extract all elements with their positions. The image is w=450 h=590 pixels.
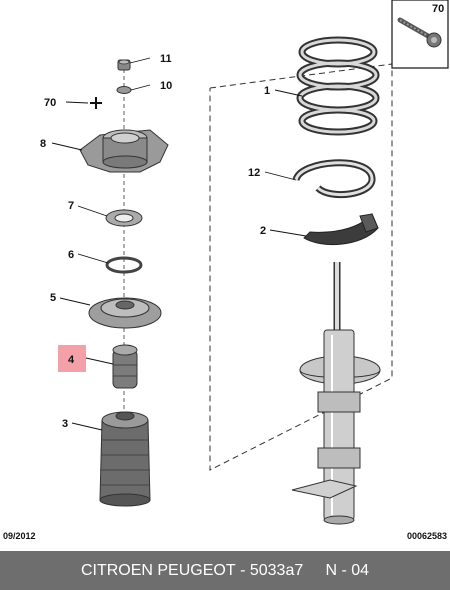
callout-2: 2 xyxy=(260,225,266,237)
highlight-part-4 xyxy=(58,345,86,372)
bump-stop-part-4 xyxy=(112,344,138,389)
caption-brand: CITROEN PEUGEOT xyxy=(80,561,236,579)
callout-4: 4 xyxy=(68,354,75,366)
washer-part-10 xyxy=(116,86,132,94)
callout-1: 1 xyxy=(264,85,270,97)
caption-code: 5033a7 xyxy=(249,561,304,579)
spring-seat-part-5 xyxy=(88,297,162,329)
diagram-reference-number: 00062583 xyxy=(406,531,447,541)
bearing-part-7 xyxy=(105,209,143,227)
ring-part-6 xyxy=(105,256,143,274)
marker-part-70 xyxy=(90,97,102,109)
callout-6: 6 xyxy=(68,249,74,261)
lower-insulator-part-2 xyxy=(303,213,379,246)
assembly-dashed-outline xyxy=(209,63,393,471)
strut-assembly xyxy=(291,262,381,525)
callout-8: 8 xyxy=(40,138,46,150)
dust-boot-part-3 xyxy=(99,411,151,507)
caption-page: N - 04 xyxy=(325,561,370,579)
callout-70-left: 70 xyxy=(44,97,56,109)
top-mount-part-8 xyxy=(79,129,169,173)
callout-3: 3 xyxy=(62,418,68,430)
callout-10: 10 xyxy=(160,80,172,92)
spring-coil-part-12 xyxy=(292,159,376,199)
leader-lines xyxy=(51,57,307,431)
bolt-icon xyxy=(397,17,442,48)
caption-separator: - xyxy=(235,561,250,579)
callout-11: 11 xyxy=(160,53,172,65)
callout-7: 7 xyxy=(68,200,74,212)
callout-12: 12 xyxy=(248,167,260,179)
diagram-date: 09/2012 xyxy=(3,531,36,541)
caption-bar: CITROEN PEUGEOT - 5033a7 N - 04 xyxy=(0,551,450,590)
caption-gap xyxy=(303,562,325,580)
exploded-parts-diagram: 11 10 70 8 7 6 5 4 3 1 12 2 70 xyxy=(40,0,449,525)
nut-part-11 xyxy=(117,59,131,71)
callout-70-inset: 70 xyxy=(432,3,444,15)
callout-5: 5 xyxy=(50,292,56,304)
